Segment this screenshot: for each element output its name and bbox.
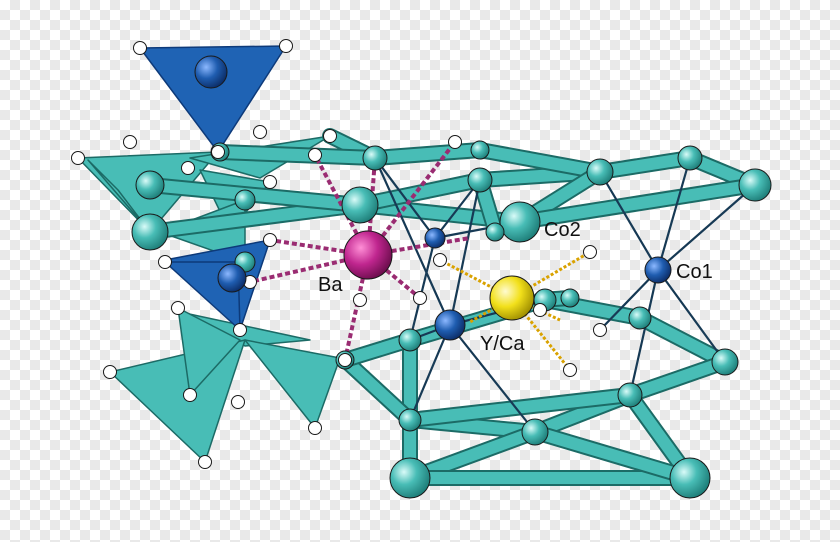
- teal-atom-3: [467, 167, 493, 193]
- oxygen-atom-23: [563, 363, 577, 377]
- teal-atom-1: [341, 186, 379, 224]
- oxygen-atom-14: [233, 323, 247, 337]
- cobalt-atom-3: [434, 309, 466, 341]
- teal-bond-3: [354, 174, 486, 211]
- teal-atom-15: [389, 457, 431, 499]
- teal-atom-4: [470, 140, 490, 160]
- teal-bond-8: [474, 144, 606, 178]
- oxygen-atom-2: [279, 39, 293, 53]
- teal-atom-7: [738, 168, 772, 202]
- cobalt-bond-8: [449, 324, 536, 433]
- teal-atom-16: [669, 457, 711, 499]
- teal-atom-2: [362, 145, 388, 171]
- cobalt-bond-2: [656, 157, 692, 271]
- cobalt-bond-12: [373, 157, 452, 326]
- teal-bond-16: [624, 356, 731, 401]
- oxygen-atom-27: [353, 293, 367, 307]
- oxygen-atom-25: [593, 323, 607, 337]
- oxygen-atom-18: [308, 421, 322, 435]
- teal-tetrahedron-7: [109, 339, 246, 463]
- teal-atom-22: [234, 189, 256, 211]
- oxygen-atom-8: [448, 135, 462, 149]
- oxygen-atom-21: [231, 395, 245, 409]
- label-co2: Co2: [544, 219, 581, 241]
- polyhedra-layer: [77, 45, 341, 463]
- yttrium-calcium-atom: [489, 275, 535, 321]
- teal-tetrahedron-8: [244, 339, 341, 429]
- teal-atom-11: [711, 348, 739, 376]
- cobalt-atom-co1: [644, 256, 672, 284]
- teal-atom-14: [398, 408, 422, 432]
- teal-bond-15: [634, 312, 731, 368]
- silicon-atom-top: [194, 55, 228, 89]
- oxygen-atom-6: [253, 125, 267, 139]
- thin-bond-lines: [249, 140, 756, 433]
- cobalt-bond-4: [657, 269, 726, 363]
- teal-bond-26: [404, 389, 636, 426]
- label-yca: Y/Ca: [480, 333, 525, 355]
- oxygen-atom-19: [338, 353, 352, 367]
- oxygen-atom-9: [308, 148, 322, 162]
- label-ba: Ba: [318, 274, 343, 296]
- oxygen-atom-11: [263, 175, 277, 189]
- teal-bond-7: [369, 144, 486, 164]
- teal-bond-27: [339, 354, 416, 426]
- barium-atom: [343, 230, 393, 280]
- teal-atom-5: [586, 158, 614, 186]
- teal-tetrahedron-9: [177, 307, 241, 396]
- oxygen-atom-12: [158, 255, 172, 269]
- oxygen-atom-28: [413, 291, 427, 305]
- oxygen-atom-17: [198, 455, 212, 469]
- cobalt-bond-5: [628, 269, 660, 396]
- oxygen-atom-29: [533, 303, 547, 317]
- oxygen-atom-20: [183, 388, 197, 402]
- oxygen-atom-4: [71, 151, 85, 165]
- teal-atom-8: [499, 201, 541, 243]
- label-co1: Co1: [676, 261, 713, 283]
- yttrium-bond-3: [439, 258, 513, 300]
- cobalt-bond-14: [374, 157, 436, 239]
- cobalt-bond-6: [599, 269, 659, 331]
- teal-bond-5: [594, 152, 696, 178]
- cobalt-bond-11: [448, 179, 482, 326]
- teal-atom-12: [617, 382, 643, 408]
- teal-atom-17: [398, 328, 422, 352]
- teal-bond-10: [214, 146, 381, 164]
- cobalt-bond-7: [408, 324, 452, 421]
- teal-atom-20: [131, 213, 169, 251]
- teal-atom-25: [485, 222, 505, 242]
- teal-atom-13: [521, 418, 549, 446]
- oxygen-atom-22: [583, 245, 597, 259]
- teal-tetrahedron-2: [87, 159, 151, 233]
- teal-bond-23: [529, 426, 696, 484]
- oxygen-atom-1: [133, 41, 147, 55]
- cobalt-bond-1: [599, 171, 659, 271]
- teal-bond-13: [144, 179, 366, 211]
- cobalt-bond-15: [408, 237, 437, 341]
- teal-atom-10: [628, 306, 652, 330]
- oxygen-atom-3: [211, 145, 225, 159]
- oxygen-atom-7: [323, 129, 337, 143]
- teal-bond-12: [514, 179, 761, 228]
- teal-atom-19: [135, 170, 165, 200]
- teal-atom-6: [677, 145, 703, 171]
- oxygen-atom-24: [433, 253, 447, 267]
- silicon-atom-left: [217, 263, 247, 293]
- oxygen-atom-10: [181, 161, 195, 175]
- cobalt-atom-co2: [424, 227, 446, 249]
- yttrium-bond-4: [469, 296, 513, 324]
- cobalt-bond-3: [657, 184, 756, 271]
- oxygen-atom-13: [263, 233, 277, 247]
- teal-atom-24: [560, 288, 580, 308]
- oxygen-atom-15: [171, 301, 185, 315]
- oxygen-atom-16: [103, 365, 117, 379]
- atom-spheres: [71, 39, 772, 499]
- blue-tetrahedron-1: [139, 45, 287, 153]
- oxygen-atom-5: [123, 135, 137, 149]
